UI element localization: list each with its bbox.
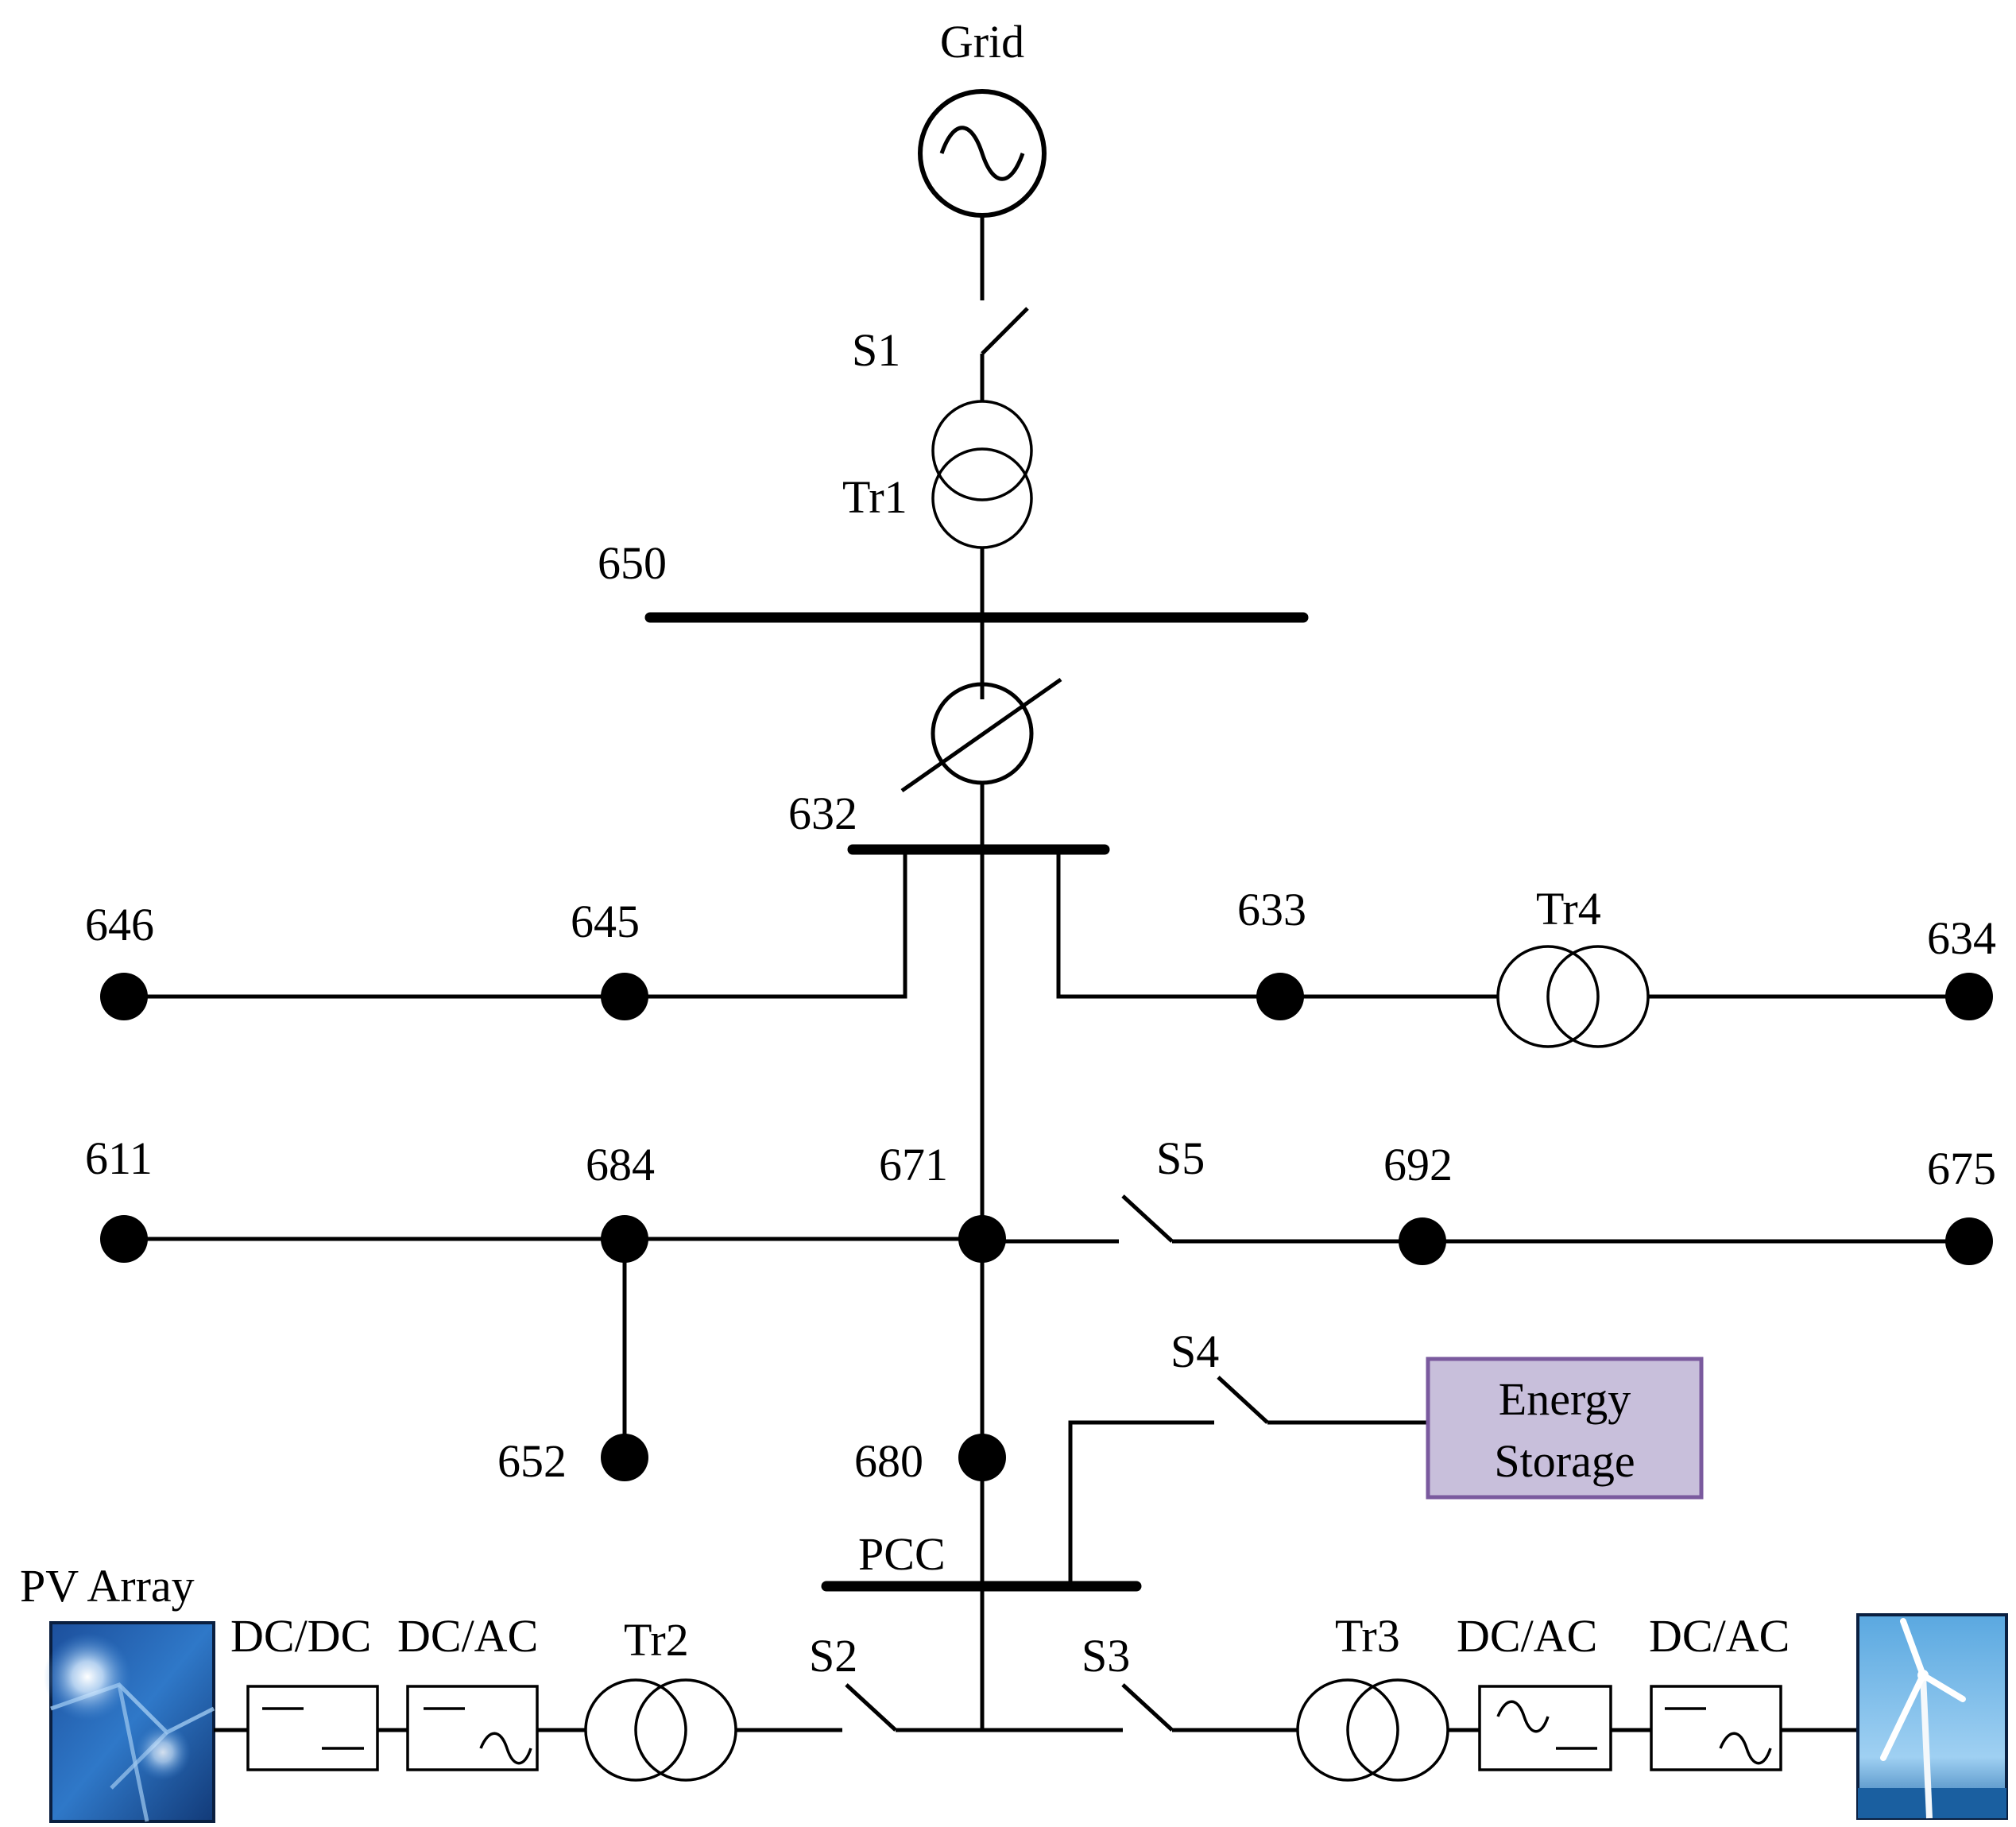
node-652-label: 652 xyxy=(497,1435,567,1487)
dcac-converter-pv xyxy=(406,1685,539,1771)
node-646 xyxy=(100,973,148,1020)
dcac-converter-wind-1 xyxy=(1478,1685,1612,1771)
dcac-pv-label: DC/AC xyxy=(397,1610,538,1662)
s1-label: S1 xyxy=(852,324,900,376)
transformer-tr1: Tr1 xyxy=(842,400,1033,699)
node-633-label: 633 xyxy=(1237,884,1306,935)
switch-s3 xyxy=(1121,1683,1174,1732)
node-634 xyxy=(1945,973,1993,1020)
grid-source: Grid xyxy=(918,16,1047,300)
wind-turbine-icon xyxy=(1856,1613,2008,1820)
node-692 xyxy=(1399,1217,1446,1265)
bus-650-label: 650 xyxy=(598,537,667,589)
energy-storage-line1: Energy xyxy=(1499,1373,1631,1425)
pv-chain: PV Array DC/DC DC/AC Tr2 xyxy=(20,1560,737,1823)
s2-label: S2 xyxy=(809,1630,857,1682)
node-680-label: 680 xyxy=(854,1435,923,1487)
dcac-w1-label: DC/AC xyxy=(1457,1610,1597,1662)
pcc-label: PCC xyxy=(858,1528,946,1580)
node-611-label: 611 xyxy=(85,1132,153,1184)
switch-s5-branch: S5 692 675 xyxy=(982,1132,1996,1265)
switch-s5 xyxy=(1121,1194,1174,1243)
branch-645-646: 646 645 xyxy=(85,850,907,1020)
transformer-tr3 xyxy=(1296,1678,1449,1782)
switch-s1: S1 xyxy=(852,307,1029,401)
node-652 xyxy=(601,1434,648,1481)
node-671-label: 671 xyxy=(879,1139,948,1190)
node-645 xyxy=(601,973,648,1020)
transformer-tr4-primary xyxy=(1496,945,1600,1048)
sine-wave-icon xyxy=(939,126,1025,181)
node-684-label: 684 xyxy=(586,1139,655,1190)
switch-s4 xyxy=(1217,1376,1269,1424)
node-646-label: 646 xyxy=(85,899,154,950)
pv-array-label: PV Array xyxy=(20,1560,195,1612)
node-684 xyxy=(601,1215,648,1263)
node-680 xyxy=(958,1434,1006,1481)
tr2-label: Tr2 xyxy=(624,1614,689,1666)
dcac-w2-label: DC/AC xyxy=(1649,1610,1790,1662)
node-675-label: 675 xyxy=(1927,1143,1996,1194)
pcc-switches: S2 S3 xyxy=(737,1630,1298,1732)
branch-633-634: 633 Tr4 634 xyxy=(1056,850,1996,1048)
s5-label: S5 xyxy=(1156,1132,1205,1184)
tr4-label: Tr4 xyxy=(1536,883,1601,935)
s3-label: S3 xyxy=(1082,1630,1130,1682)
branch-611-684-671: 611 684 671 652 xyxy=(85,1132,1006,1487)
node-611 xyxy=(100,1215,148,1263)
node-633 xyxy=(1256,973,1304,1020)
energy-storage-branch: S4 Energy Storage xyxy=(1068,1326,1704,1586)
node-675 xyxy=(1945,1217,1993,1265)
tr3-label: Tr3 xyxy=(1335,1610,1400,1662)
bus-632-label: 632 xyxy=(788,788,857,839)
energy-storage-box xyxy=(1426,1357,1704,1500)
s4-label: S4 xyxy=(1171,1326,1219,1377)
node-634-label: 634 xyxy=(1927,912,1996,964)
solar-panel-icon xyxy=(44,1621,215,1823)
tr1-label: Tr1 xyxy=(842,471,907,523)
node-645-label: 645 xyxy=(571,896,640,947)
wind-chain: Tr3 DC/AC DC/AC xyxy=(1296,1610,2008,1820)
dcac-converter-wind-2 xyxy=(1650,1685,1782,1771)
node-671 xyxy=(958,1215,1006,1263)
node-692-label: 692 xyxy=(1383,1139,1453,1190)
transformer-tr2 xyxy=(584,1678,737,1782)
dcdc-converter xyxy=(246,1685,379,1771)
switch-s2 xyxy=(845,1683,897,1732)
dcdc-label: DC/DC xyxy=(230,1610,371,1662)
energy-storage-line2: Storage xyxy=(1494,1435,1635,1487)
grid-label: Grid xyxy=(940,16,1024,68)
voltage-regulator xyxy=(900,677,1062,850)
